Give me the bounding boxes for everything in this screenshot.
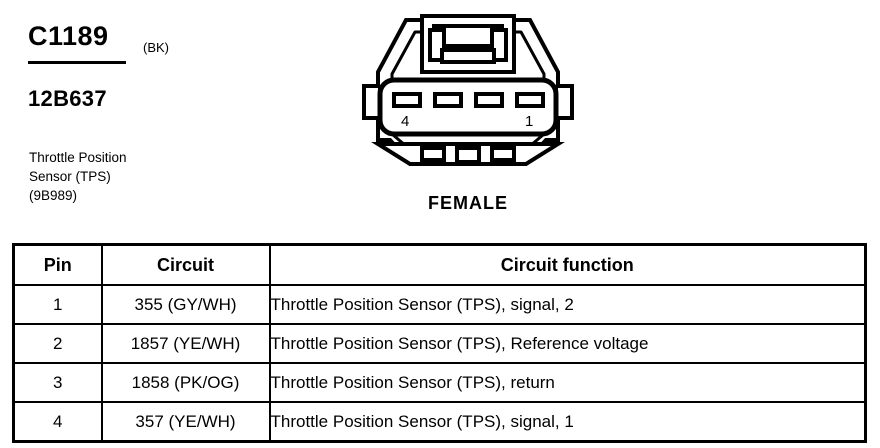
cell-circuit: 355 (GY/WH) bbox=[100, 284, 271, 325]
cell-circuit-function: Throttle Position Sensor (TPS), Referenc… bbox=[268, 323, 867, 364]
bottom-tab-right bbox=[490, 146, 516, 162]
bottom-tab-center bbox=[455, 146, 481, 164]
cell-pin: 3 bbox=[12, 362, 103, 403]
connector-face-diagram: 4 1 FEMALE bbox=[318, 0, 618, 225]
left-side-notch bbox=[362, 84, 378, 120]
cavity-number-4-label: 4 bbox=[401, 113, 409, 130]
cell-circuit: 1857 (YE/WH) bbox=[100, 323, 271, 364]
table-row: 1 355 (GY/WH) Throttle Position Sensor (… bbox=[12, 284, 867, 325]
part-number-label: 12B637 bbox=[28, 86, 107, 111]
pin-circuit-table: Pin Circuit Circuit function 1 355 (GY/W… bbox=[12, 243, 867, 443]
component-description-line-3: (9B989) bbox=[29, 188, 78, 203]
table-row: 2 1857 (YE/WH) Throttle Position Sensor … bbox=[12, 323, 867, 364]
cell-pin: 1 bbox=[12, 284, 103, 325]
terminal-housing bbox=[377, 77, 559, 137]
bottom-tab-left bbox=[420, 146, 446, 162]
cell-circuit-function: Throttle Position Sensor (TPS), signal, … bbox=[268, 401, 867, 443]
right-side-notch bbox=[558, 84, 574, 120]
connector-identification-block: C1189 (BK) 12B637 Throttle Position Sens… bbox=[0, 0, 300, 230]
header-pin: Pin bbox=[12, 243, 103, 286]
cell-circuit: 357 (YE/WH) bbox=[100, 401, 271, 443]
top-latch-bar bbox=[440, 48, 496, 64]
cell-pin: 2 bbox=[12, 323, 103, 364]
connector-code-label: C1189 bbox=[28, 21, 109, 51]
pin-table-container: Pin Circuit Circuit function 1 355 (GY/W… bbox=[12, 243, 867, 443]
cell-circuit-function: Throttle Position Sensor (TPS), return bbox=[268, 362, 867, 403]
terminal-cavity-1 bbox=[515, 92, 545, 108]
cell-circuit-function: Throttle Position Sensor (TPS), signal, … bbox=[268, 284, 867, 325]
table-row: 4 357 (YE/WH) Throttle Position Sensor (… bbox=[12, 401, 867, 443]
connector-drawing-svg: 4 1 bbox=[362, 14, 574, 166]
terminal-cavity-2 bbox=[474, 92, 504, 108]
component-description-line-1: Throttle Position bbox=[29, 150, 127, 165]
table-header-row: Pin Circuit Circuit function bbox=[12, 243, 867, 286]
header-circuit-function: Circuit function bbox=[268, 243, 867, 286]
connector-gender-label: FEMALE bbox=[428, 193, 508, 213]
terminal-cavity-4 bbox=[392, 92, 422, 108]
table-row: 3 1858 (PK/OG) Throttle Position Sensor … bbox=[12, 362, 867, 403]
header-circuit: Circuit bbox=[100, 243, 271, 286]
component-description-line-2: Sensor (TPS) bbox=[29, 169, 111, 184]
connector-code-underline bbox=[28, 61, 126, 64]
connector-color-code-label: (BK) bbox=[143, 40, 169, 55]
component-description: Throttle Position Sensor (TPS) (9B989) bbox=[29, 148, 229, 205]
cell-pin: 4 bbox=[12, 401, 103, 443]
terminal-cavity-3 bbox=[433, 92, 463, 108]
cell-circuit: 1858 (PK/OG) bbox=[100, 362, 271, 403]
cavity-number-1-label: 1 bbox=[525, 113, 533, 130]
